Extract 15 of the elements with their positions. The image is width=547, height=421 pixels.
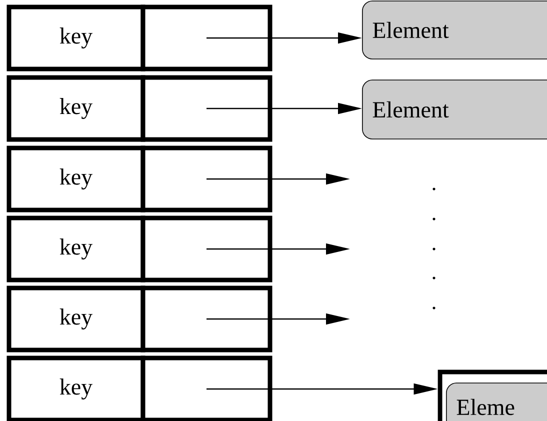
key-cell: key	[6, 146, 146, 212]
value-cell	[140, 4, 272, 72]
key-cell: key	[6, 216, 146, 282]
key-cell: key	[6, 286, 146, 352]
key-cell: key	[6, 356, 146, 421]
key-cell: key	[6, 4, 146, 72]
value-cell	[140, 75, 272, 142]
element-box: Element	[362, 80, 547, 140]
value-cell	[140, 286, 272, 352]
value-cell	[140, 356, 272, 421]
element-box: Element	[362, 0, 547, 60]
value-cell	[140, 216, 272, 282]
value-cell	[140, 146, 272, 212]
key-cell: key	[6, 75, 146, 142]
element-box: Eleme	[446, 382, 547, 421]
